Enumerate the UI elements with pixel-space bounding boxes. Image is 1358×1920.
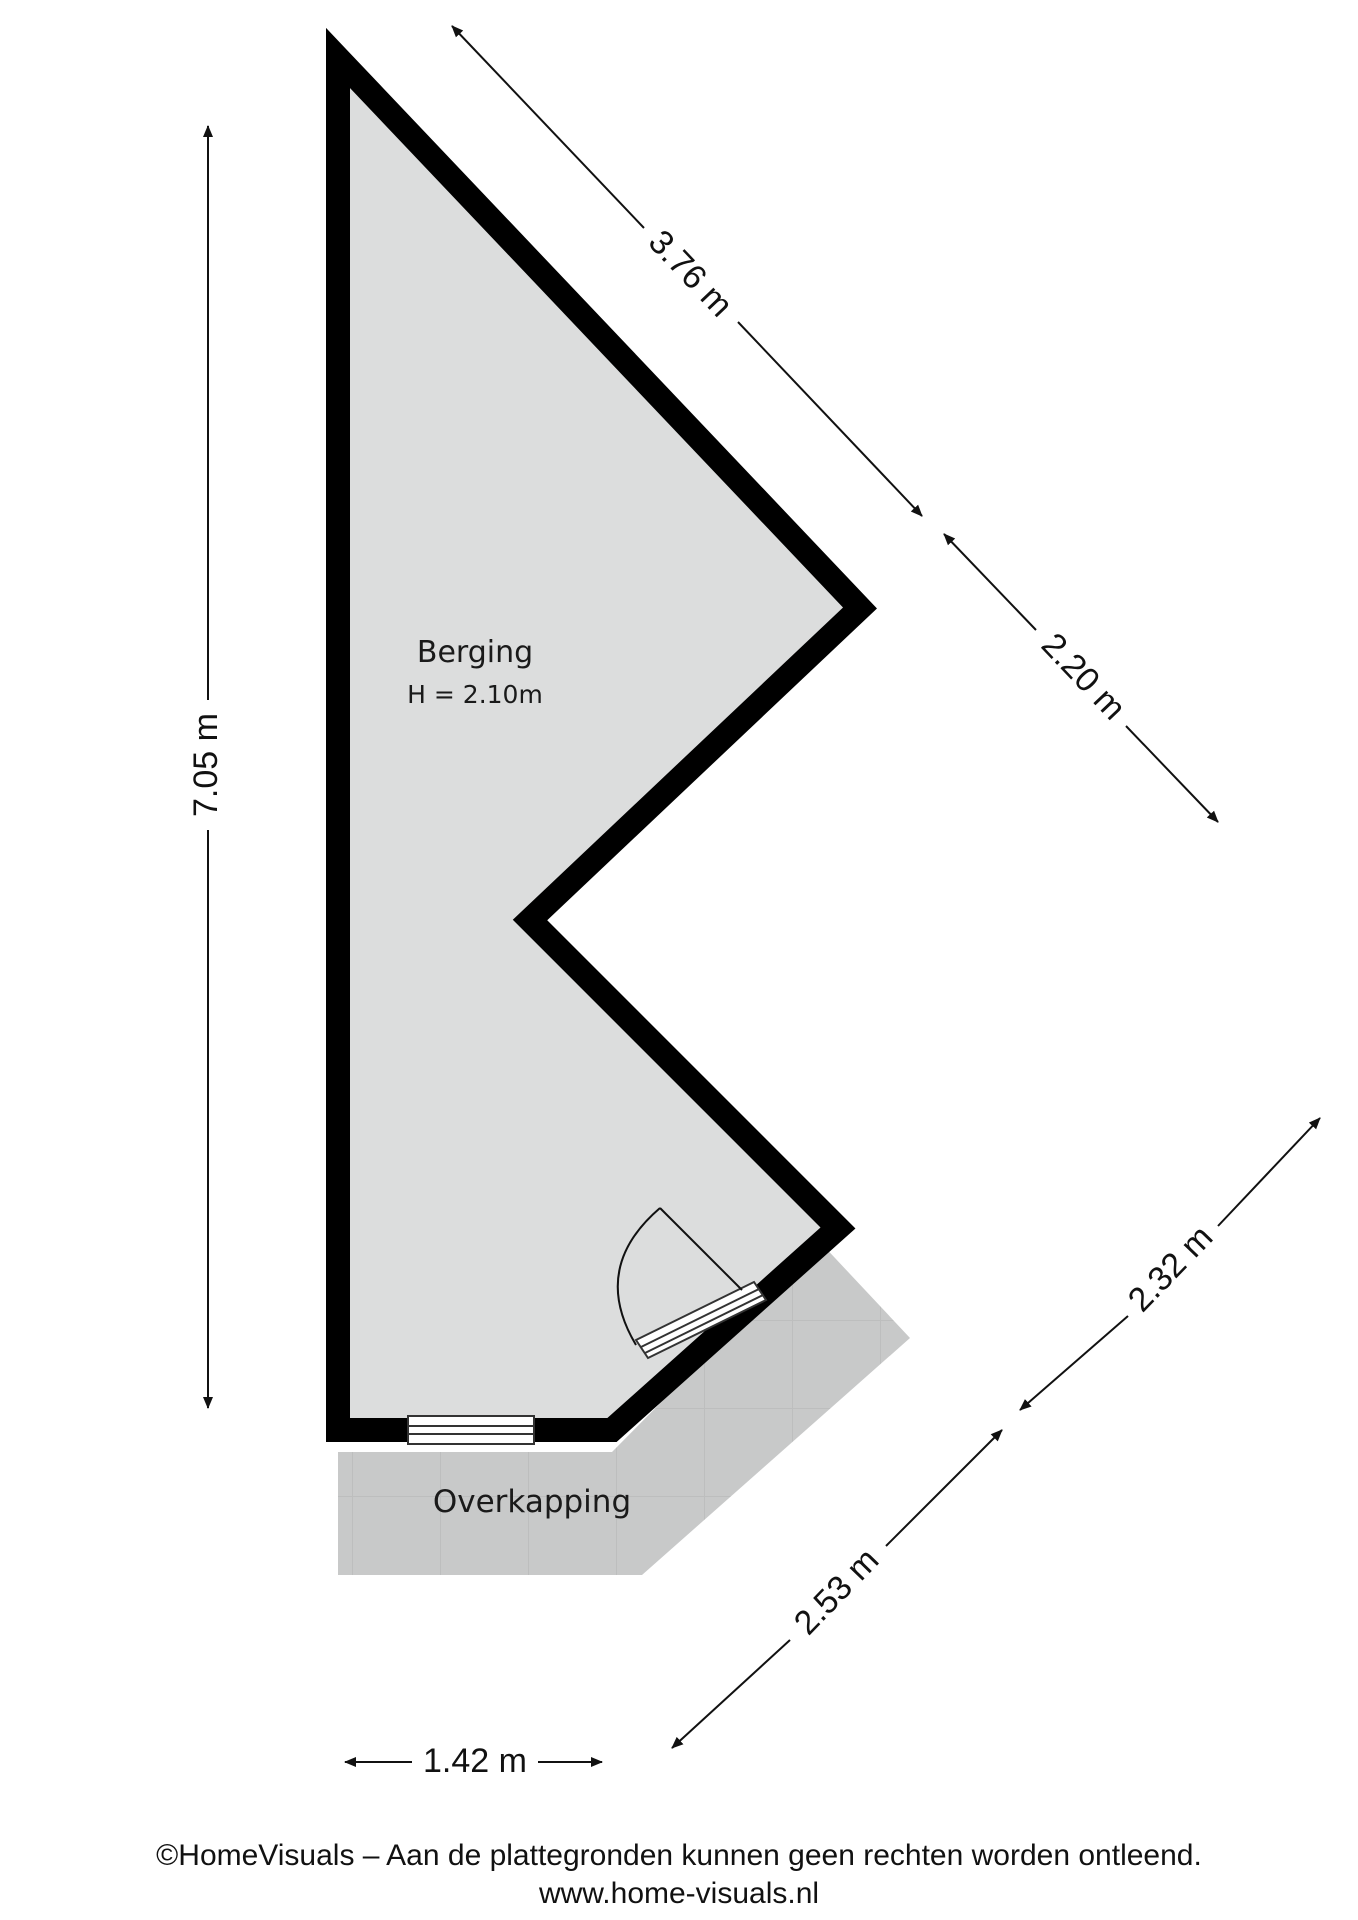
footer-copyright: ©HomeVisuals – Aan de plattegronden kunn…	[156, 1839, 1202, 1872]
dimension-label-lower-diagonal: 2.53 m	[787, 1541, 887, 1642]
dimension-label-right-middle: 2.20 m	[1034, 626, 1133, 728]
outer-walls	[326, 27, 877, 1442]
berging-room-fill	[338, 58, 860, 1430]
dimension-label-top-right: 3.76 m	[641, 223, 740, 325]
dimension-left-height: 7.05 m	[187, 125, 225, 1409]
dimension-lower-right: 2.32 m	[1019, 1117, 1321, 1411]
dimension-right-middle: 2.20 m	[943, 533, 1219, 823]
window-bottom	[407, 1415, 535, 1445]
dimension-label-lower-right: 2.32 m	[1121, 1218, 1221, 1319]
room-label-overkapping: Overkapping	[433, 1484, 631, 1520]
room-label-berging: Berging	[417, 635, 533, 670]
door-swing	[616, 1207, 743, 1346]
dimension-label-left: 7.05 m	[187, 713, 225, 817]
door-opening	[634, 1280, 768, 1360]
dimension-label-bottom: 1.42 m	[423, 1742, 527, 1780]
dimension-bottom: 1.42 m	[344, 1742, 603, 1780]
room-height-label: H = 2.10m	[407, 680, 543, 709]
footer-website[interactable]: www.home-visuals.nl	[538, 1877, 820, 1910]
overkapping-area	[338, 1242, 910, 1575]
